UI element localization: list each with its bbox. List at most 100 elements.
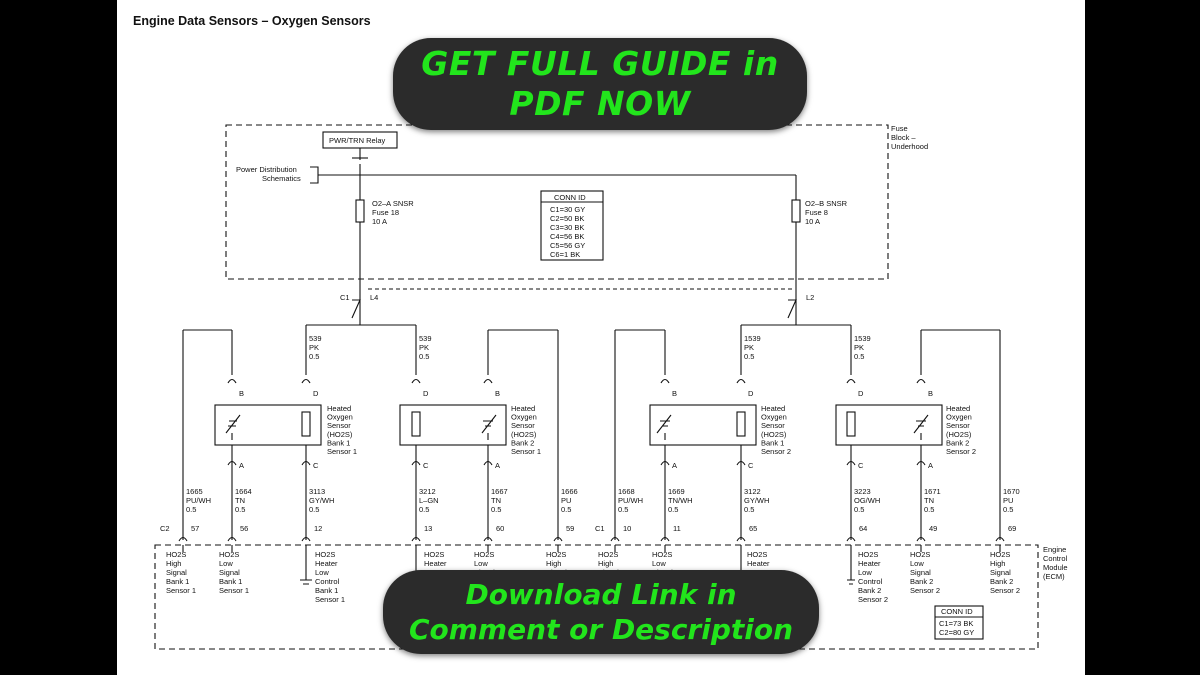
sensor-name: (HO2S) (946, 430, 972, 439)
sensor-cavity (916, 378, 926, 384)
wire-color: PU/WH (618, 496, 643, 505)
ecm-label-4: (ECM) (1043, 572, 1065, 581)
wire-circuit: 1668 (618, 487, 635, 496)
ecm-conn-id-box (934, 605, 984, 640)
fuse-block-label-2: Block – (891, 133, 916, 142)
sensor-cavity (483, 378, 493, 384)
fuse-block-label-3: Underhood (891, 142, 928, 151)
power-ref-line2: Schematics (262, 174, 301, 183)
wire-size: 0.5 (668, 505, 678, 514)
ecm-input-label: HO2S (910, 550, 930, 559)
ecm-input-label: Sensor 2 (858, 595, 888, 604)
fuse-b-name: O2–B SNSR (805, 199, 848, 208)
ecm-conn-id-1: C1=73 BK (939, 619, 973, 628)
sensor-cavity (660, 460, 670, 466)
wire-size: 0.5 (309, 505, 319, 514)
ecm-input-label: Heater (315, 559, 338, 568)
ecm-input-label: Low (652, 559, 666, 568)
feed-wire-circuit: 1539 (854, 334, 871, 343)
sensor-cavity (660, 378, 670, 384)
sensor-name: Bank 2 (946, 438, 969, 447)
wire-circuit: 1666 (561, 487, 578, 496)
ecm-input-label: Signal (219, 568, 240, 577)
ecm-input-label: HO2S (315, 550, 335, 559)
sensor-box-bank2-sensor2 (835, 404, 943, 446)
ecm-label-2: Control (1043, 554, 1068, 563)
ecm-input-label: Bank 1 (219, 577, 242, 586)
ecm-input-label: Heater (747, 559, 770, 568)
ecm-input-label: Signal (990, 568, 1011, 577)
sensor-name: Heated (946, 404, 970, 413)
ecm-input-label: Low (219, 559, 233, 568)
wire-circuit: 1664 (235, 487, 252, 496)
wire-size: 0.5 (744, 505, 754, 514)
wire-color: L–GN (419, 496, 439, 505)
sensor-name: Heated (511, 404, 535, 413)
ecm-input-label: HO2S (858, 550, 878, 559)
sensor-name: Sensor 2 (946, 447, 976, 456)
sensor-cavity (411, 460, 421, 466)
fuse-b (791, 199, 801, 223)
sensor-name: Oxygen (946, 413, 972, 422)
fuse-block-label-1: Fuse (891, 124, 908, 133)
wire-color: OG/WH (854, 496, 880, 505)
ecm-input-label: HO2S (474, 550, 494, 559)
ecm-input-label: HO2S (990, 550, 1010, 559)
sensor-name: Bank 2 (511, 438, 534, 447)
ecm-input-label: Sensor 1 (315, 595, 345, 604)
promo-banner-bottom[interactable]: Download Link in Comment or Description (383, 570, 819, 654)
wire-circuit: 3122 (744, 487, 761, 496)
wire-circuit: 1665 (186, 487, 203, 496)
sensor-cavity (916, 460, 926, 466)
ecm-input-label: Bank 2 (858, 586, 881, 595)
wire-color: TN (924, 496, 934, 505)
promo-banner-top[interactable]: GET FULL GUIDE in PDF NOW (393, 38, 807, 130)
sensor-cavity (846, 460, 856, 466)
sensor-pin-letter: D (423, 389, 429, 398)
fuse-b-number: Fuse 8 (805, 208, 828, 217)
wire-size: 0.5 (561, 505, 571, 514)
ecm-input-label: HO2S (598, 550, 618, 559)
ecm-label-3: Module (1043, 563, 1068, 572)
sensor-cavity (411, 378, 421, 384)
conn-id-2: C2=50 BK (550, 214, 584, 223)
wire-size: 0.5 (854, 505, 864, 514)
ecm-cavity (227, 536, 237, 542)
ecm-cavity (178, 536, 188, 542)
sensor-name: Sensor (761, 421, 785, 430)
ecm-cavity (736, 536, 746, 542)
wire-color: TN (491, 496, 501, 505)
wire-circuit: 3212 (419, 487, 436, 496)
sensor-box-bank1-sensor2 (649, 404, 757, 446)
splice-l4-label: L4 (370, 293, 378, 302)
sensor-pin-letter: A (239, 461, 244, 470)
ecm-input-label: Low (315, 568, 329, 577)
conn-id-5: C5=56 GY (550, 241, 585, 250)
feed-wire-size: 0.5 (854, 352, 864, 361)
conn-id-4: C4=56 BK (550, 232, 584, 241)
wire-circuit: 1671 (924, 487, 941, 496)
feed-wire-color: PK (854, 343, 864, 352)
conn-id-1: C1=30 GY (550, 205, 585, 214)
sensor-name: Oxygen (511, 413, 537, 422)
sensor-name: Sensor (511, 421, 535, 430)
sensor-name: (HO2S) (511, 430, 537, 439)
ecm-input-label: HO2S (424, 550, 444, 559)
sensor-pin-letter: D (858, 389, 864, 398)
ecm-input-label: Low (858, 568, 872, 577)
sensor-pin-letter: D (313, 389, 319, 398)
sensor-cavity (846, 378, 856, 384)
sensor-pin-letter: C (748, 461, 754, 470)
ecm-pin-number: 59 (566, 524, 574, 533)
wire-circuit: 1670 (1003, 487, 1020, 496)
ecm-input-label: Heater (858, 559, 881, 568)
sensor-name: Sensor 1 (511, 447, 541, 456)
conn-id-box (540, 190, 604, 261)
feed-wire-color: PK (309, 343, 319, 352)
ecm-cavity (553, 536, 563, 542)
sensor-name: (HO2S) (761, 430, 787, 439)
sensor-pin-letter: B (495, 389, 500, 398)
ecm-input-label: High (990, 559, 1005, 568)
fuse-a-name: O2–A SNSR (372, 199, 414, 208)
sensor-pin-letter: B (672, 389, 677, 398)
